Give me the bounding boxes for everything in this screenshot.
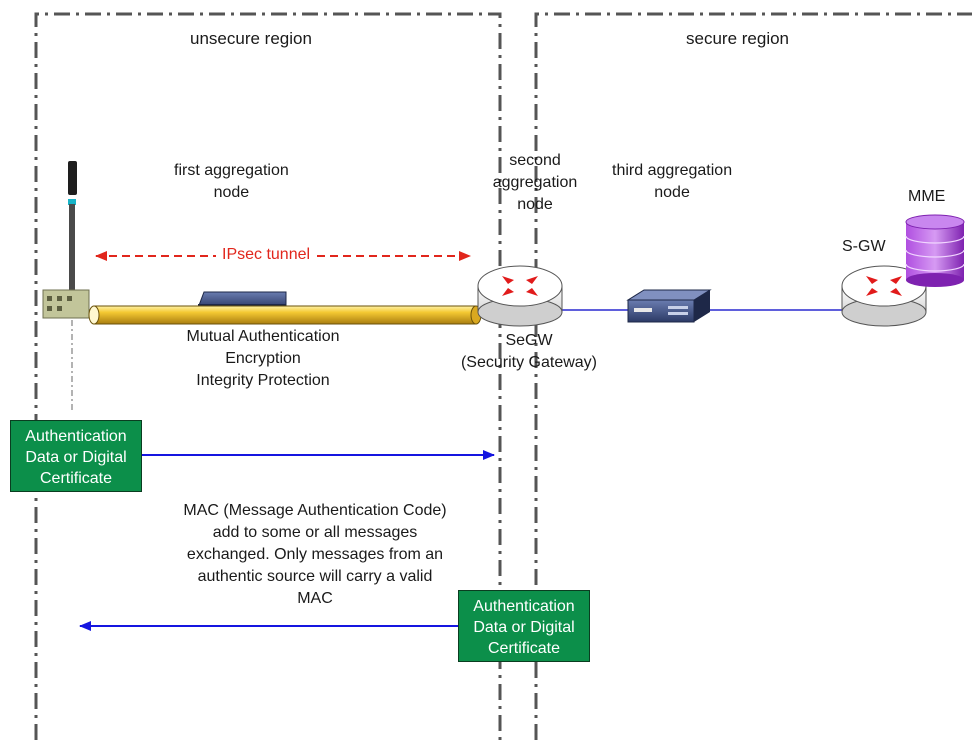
third-aggregation-switch-icon [626,289,712,323]
ipsec-tunnel-label: IPsec tunnel [216,244,317,266]
third-aggregation-label: third aggregation node [612,162,733,201]
sgw-router-icon [841,265,927,327]
sgw-label: S-GW [842,238,886,255]
auth-box-left: Authentication Data or Digital Certifica… [10,420,142,492]
mme-label: MME [908,188,946,205]
enodeb-antenna-icon [42,161,90,410]
segw-label: SeGW (Security Gateway) [460,332,598,371]
auth-box-right: Authentication Data or Digital Certifica… [458,590,590,662]
unsecure-region-border [34,12,502,740]
mac-note-text: MAC (Message Authentication Code) add to… [183,502,447,607]
segw-router-icon [477,265,563,327]
first-aggregation-label: first aggregation node [174,162,289,201]
secure-region-border [534,12,972,740]
tunnel-features-text: Mutual Authentication Encryption Integri… [186,328,340,389]
secure-region-label: secure region [686,29,790,48]
unsecure-region-label: unsecure region [190,29,312,48]
ipsec-tunnel-tube [88,305,482,325]
mme-database-icon [905,214,965,287]
second-aggregation-label: second aggregation node [492,152,578,213]
